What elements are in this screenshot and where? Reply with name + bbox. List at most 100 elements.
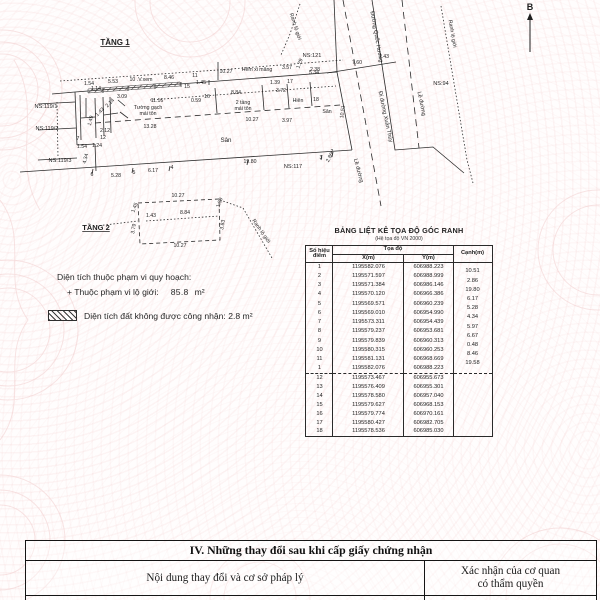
- edge-value: 5.97: [466, 323, 479, 330]
- dimension-label: 1.49: [87, 115, 95, 126]
- dimension-label: 8.46: [164, 75, 174, 81]
- dimension-label: 3.57: [282, 65, 292, 71]
- coordinate-table-block: BẢNG LIỆT KÊ TỌA ĐỘ GÓC RANH (Hệ tọa độ …: [304, 226, 494, 438]
- floor1-title: TẦNG 1: [100, 37, 130, 47]
- dimension-label: 11: [192, 73, 197, 79]
- dimension-label: 8.84: [180, 210, 190, 216]
- col-header-y: Y(m): [403, 253, 454, 264]
- dimension-label: 1.24: [92, 143, 102, 149]
- hatch-swatch-icon: [48, 310, 77, 321]
- dimension-label: 2.38: [310, 67, 320, 73]
- dimension-label: 2.43: [379, 54, 389, 60]
- dimension-label: 1.45: [196, 80, 206, 86]
- dimension-label: 1.43: [146, 213, 156, 219]
- dimension-label: 1.39: [270, 80, 280, 86]
- dimension-label: 10.51: [339, 105, 347, 119]
- coordinate-table-subtitle: (Hệ tọa độ VN 2000): [375, 236, 423, 242]
- dimension-label: NS:119/2: [36, 126, 59, 132]
- dimension-label: Lề đường: [415, 91, 426, 116]
- dimension-label: 19.80: [244, 159, 257, 165]
- hatched-area: [87, 81, 181, 94]
- edge-value: 10.51: [465, 268, 480, 275]
- edge-value: 5.28: [466, 305, 479, 312]
- dimension-label: 1.29: [296, 58, 305, 70]
- dimension-label: mái tôn: [139, 111, 156, 117]
- dimension-label: 2.12: [100, 128, 110, 134]
- section-iv-left-header: Nội dung thay đổi và cơ sở pháp lý: [26, 561, 425, 595]
- unrecognized-area-line: Diện tích đất không được công nhận: 2.8 …: [48, 310, 347, 321]
- dimension-label: Đi đường Xuân Thủy: [377, 90, 395, 143]
- dimension-label: 3.97: [282, 118, 292, 124]
- edge-value: 19.58: [465, 360, 480, 367]
- unrecognized-area-value: 2.8 m²: [228, 310, 253, 321]
- dimension-label: 2.14: [105, 98, 116, 109]
- dimension-label: 3.09: [117, 94, 127, 100]
- edge-value: 6.67: [466, 332, 479, 339]
- dimension-label: Hẻm xi măng: [242, 67, 273, 73]
- dimension-label: 17: [287, 79, 293, 85]
- dimension-label: 7: [77, 136, 80, 142]
- dimension-label: Hiên: [293, 98, 304, 104]
- dimension-label: 3: [320, 155, 323, 161]
- dimension-label: 15: [184, 84, 190, 90]
- dimension-label: 0.59: [191, 98, 201, 104]
- dashed-lines: [94, 0, 420, 245]
- dimension-label: NS:94: [433, 81, 449, 87]
- dimension-label: 4.34: [82, 153, 90, 164]
- dimension-label: 16: [204, 94, 210, 100]
- edge-value: 6.17: [466, 296, 479, 302]
- corridor-area-value: 85.8: [170, 287, 189, 297]
- edge-value: 0.48: [466, 342, 479, 348]
- dimension-label: Sân: [322, 109, 331, 115]
- section-iv-right-header: Xác nhận của cơ quan có thẩm quyền: [460, 565, 561, 590]
- dimension-label: 13.28: [144, 124, 157, 130]
- dimension-label: 6.17: [148, 168, 158, 174]
- edge-value: 4.34: [466, 314, 479, 321]
- dimension-label: 1.14: [91, 86, 101, 92]
- edge-value: 8.46: [466, 351, 479, 358]
- north-label: B: [527, 2, 534, 12]
- dimension-label: 10.27: [172, 193, 185, 199]
- dimension-label: 1.43: [95, 107, 106, 118]
- dimension-label: 2.86: [325, 152, 335, 164]
- dimension-label: 5: [133, 170, 136, 176]
- dimension-label: 2: [331, 149, 334, 155]
- dimension-label: Đường Quốc Hương: [369, 11, 384, 63]
- dimension-label: NS:117: [284, 164, 302, 170]
- dimension-label: NS:121: [303, 53, 322, 59]
- section-iv-title: IV. Những thay đổi sau khi cấp giấy chứn…: [26, 541, 596, 561]
- dimension-label: 10.27: [220, 69, 233, 75]
- dimension-label: Ranh lộ giới: [250, 218, 271, 244]
- dimension-label: 3.79: [130, 223, 138, 234]
- dimension-label: Ranh lộ giới: [288, 12, 302, 40]
- dimension-label: 1.39: [216, 197, 225, 209]
- dimension-label: 1.54: [84, 81, 94, 87]
- section-iv-empty-row: [26, 596, 596, 600]
- col-header-coords: Tọa độ: [332, 245, 454, 255]
- dimension-label: 4: [171, 165, 174, 171]
- dimension-label: Ranh lộ giới: [447, 20, 458, 49]
- dimension-label: Sân: [220, 137, 232, 144]
- north-arrow: [527, 13, 533, 52]
- area-legend: Diện tích thuộc phạm vi quy hoạch: + Thu…: [48, 272, 347, 321]
- dimension-label: 10.27: [174, 243, 187, 249]
- dimension-label: 3.83: [219, 219, 227, 230]
- floor2-title: TẦNG 2: [82, 222, 110, 232]
- dimension-label: Lề đường: [352, 158, 364, 183]
- dimension-label: 12: [100, 135, 106, 141]
